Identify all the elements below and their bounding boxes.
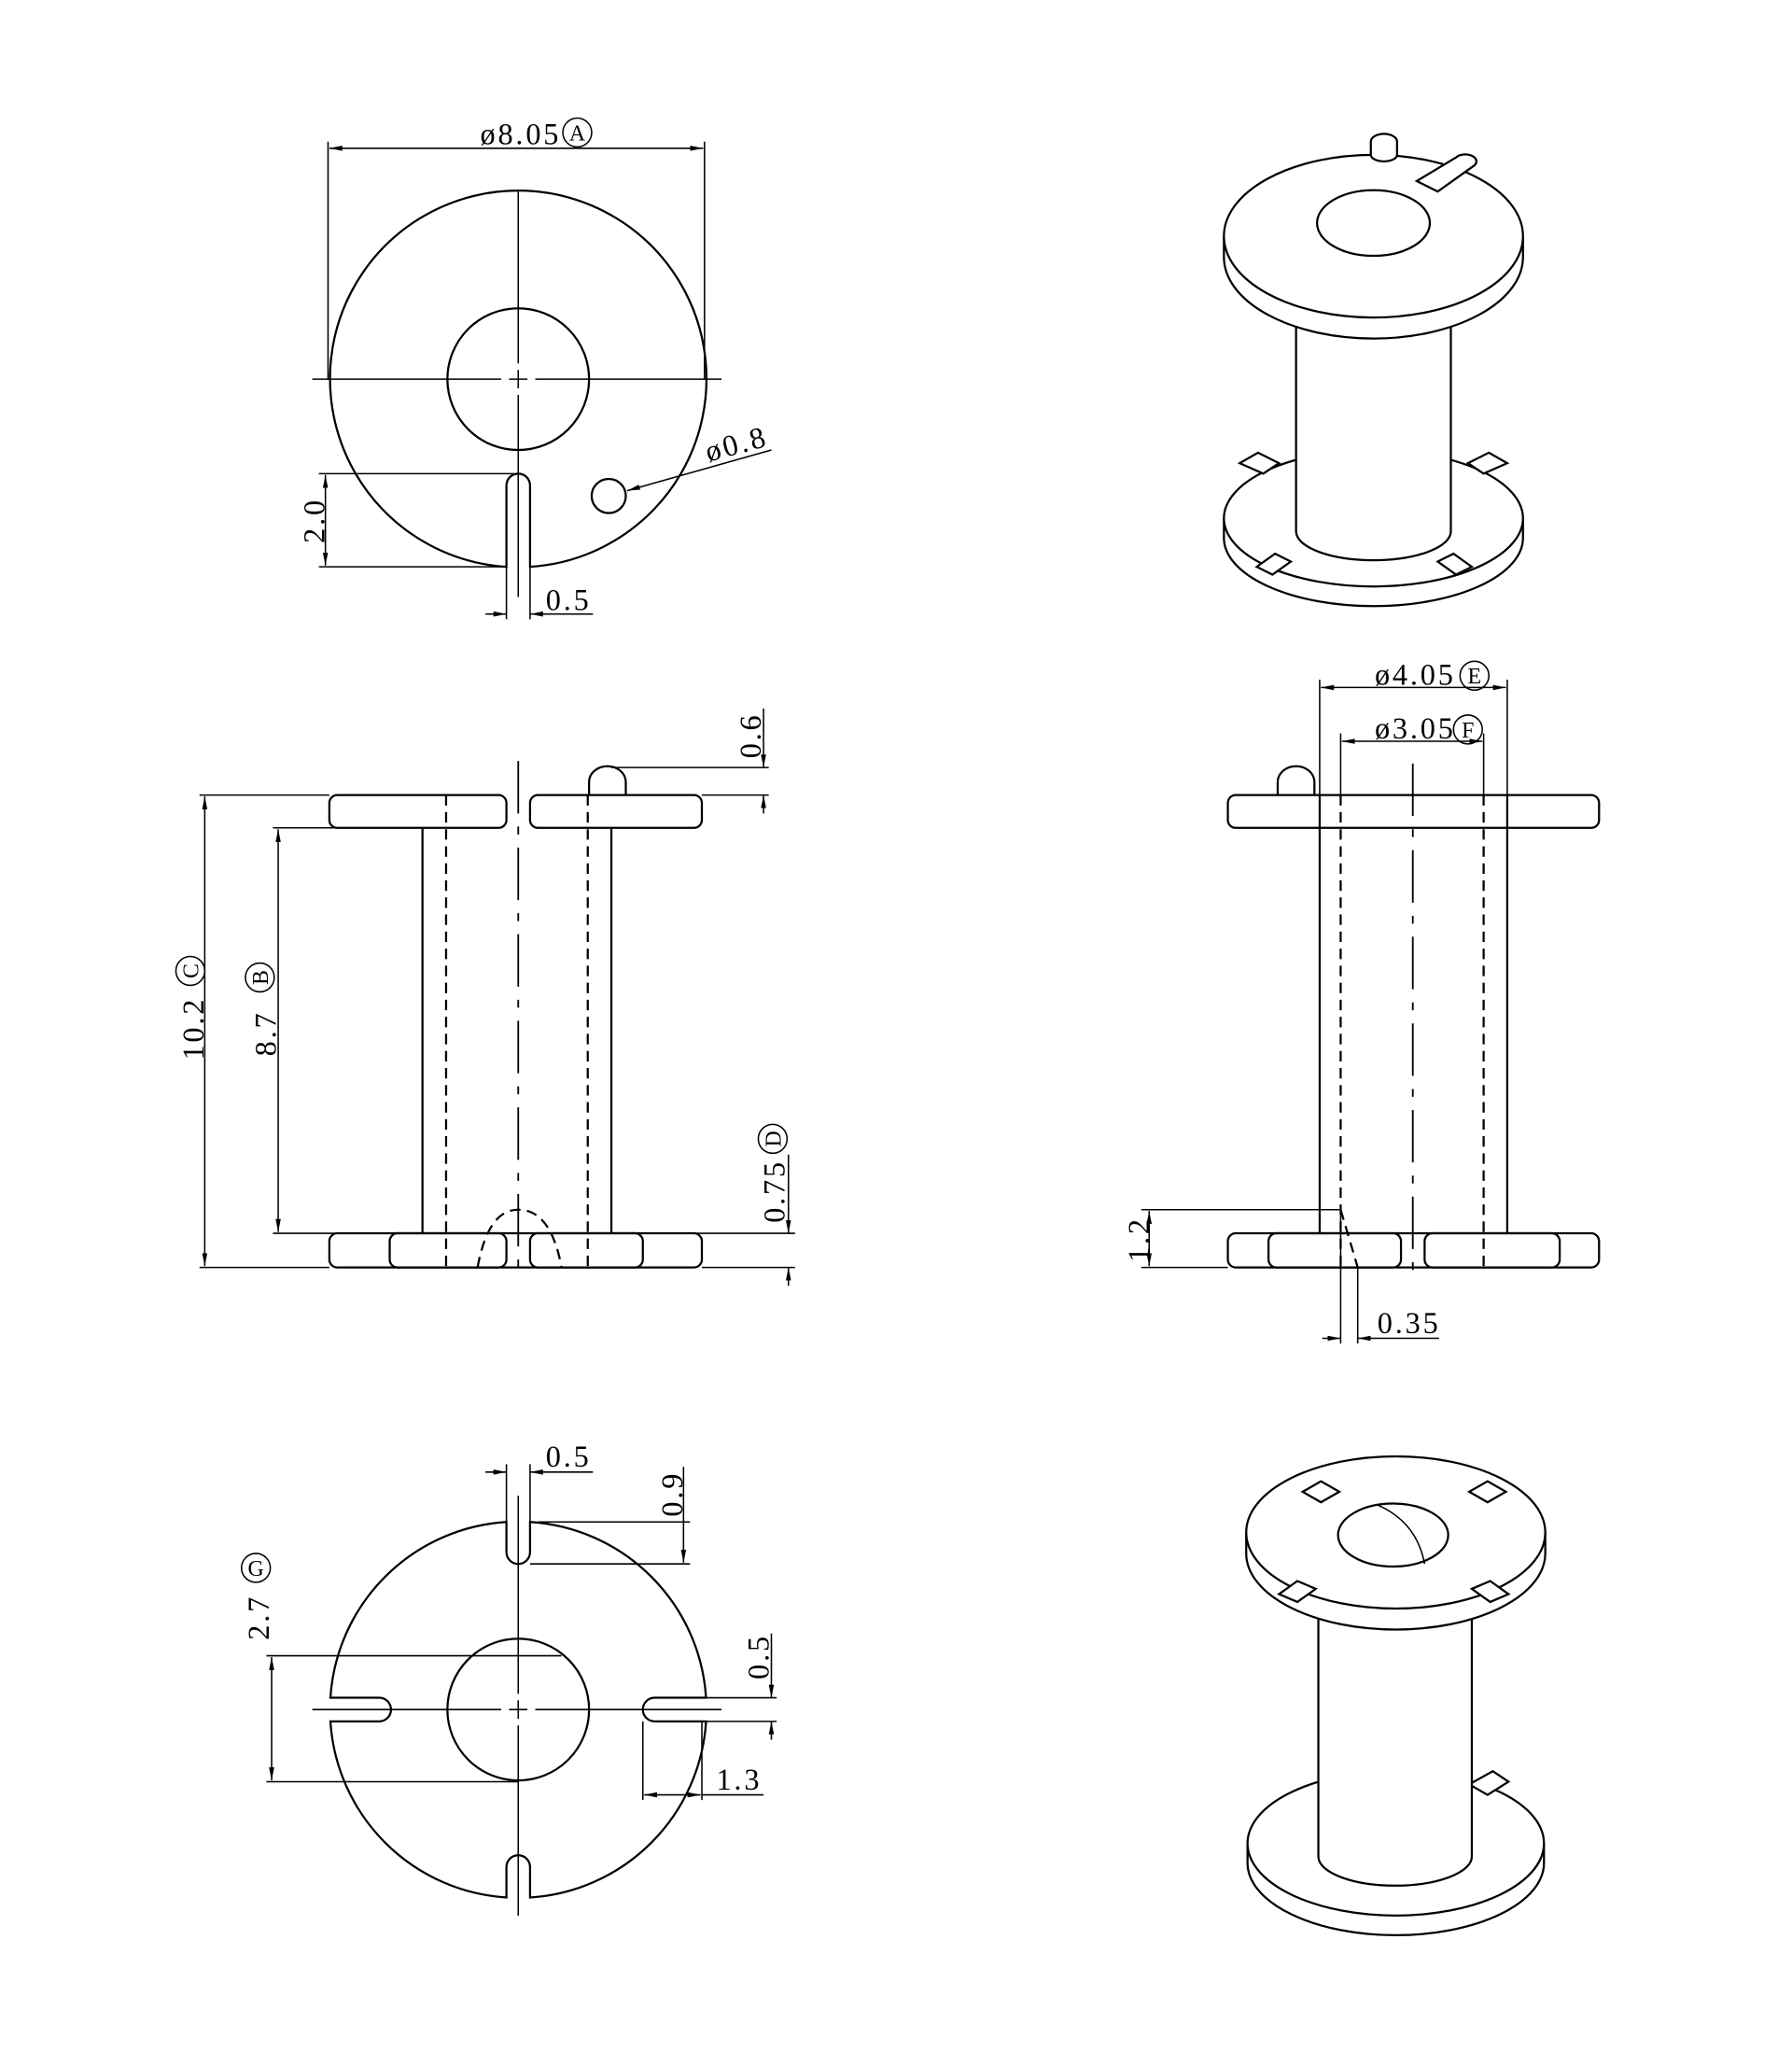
ref-circle-c	[175, 955, 206, 987]
bottom-view: 0.5 0.9 2.7 G 0.5 1.3	[240, 1440, 777, 1916]
dim-chamfer-width: 0.35	[1378, 1306, 1441, 1340]
dim-top-slot-depth: 0.9	[655, 1471, 689, 1517]
dim-side-slot-depth: 1.3	[716, 1763, 762, 1796]
dim-flange-thickness: 0.75	[758, 1160, 791, 1223]
notch-iso	[1465, 451, 1510, 475]
bore-iso	[1315, 189, 1432, 258]
ref-circle-b	[245, 962, 275, 993]
bottom-flange-outline	[329, 1521, 707, 1899]
pin	[1276, 765, 1316, 795]
dim-overall-height: 10.2	[176, 997, 210, 1061]
ref-circle-e	[1459, 660, 1491, 691]
dim-side-slot-width: 0.5	[742, 1634, 776, 1680]
bottom-flange-segment	[388, 1231, 508, 1269]
bottom-flange-segment	[1423, 1231, 1561, 1269]
notch-iso	[1469, 1580, 1511, 1604]
dim-slot-width: 0.5	[546, 583, 592, 616]
ref-label-c: C	[179, 963, 203, 978]
notch-iso	[1237, 451, 1281, 475]
notch-iso	[1300, 1480, 1342, 1504]
notch-iso	[1254, 552, 1294, 576]
ref-circle-a	[562, 117, 593, 148]
dim-tube-outer-diameter: ø4.05	[1375, 658, 1456, 692]
ref-label-e: E	[1467, 665, 1481, 689]
dim-slot-span: 2.7	[242, 1595, 275, 1640]
isometric-view-top	[1223, 133, 1524, 608]
dim-tube-inner-diameter: ø3.05	[1375, 711, 1456, 745]
tube-iso	[1295, 301, 1452, 562]
ref-label-b: B	[249, 970, 273, 985]
ref-label-g: G	[248, 1557, 264, 1581]
dim-outer-diameter: ø8.05	[480, 118, 561, 151]
dim-pin-height: 0.6	[734, 712, 767, 758]
top-flange-left	[328, 794, 508, 829]
ref-label-a: A	[569, 121, 586, 146]
dim-chamfer-height: 1.2	[1122, 1216, 1155, 1262]
bottom-flange-segment	[528, 1231, 644, 1269]
bore-iso	[1337, 1502, 1449, 1568]
notch-iso	[1466, 1480, 1508, 1504]
notch-iso	[1277, 1580, 1318, 1604]
notch-iso	[1466, 1769, 1511, 1796]
top-flange-iso-face	[1223, 153, 1524, 319]
ref-circle-g	[240, 1553, 272, 1583]
bottom-flange-segment	[1267, 1231, 1403, 1269]
chamfer-hidden-line	[1339, 1209, 1359, 1268]
tube-iso	[1317, 1599, 1474, 1887]
top-flange-right	[528, 794, 704, 829]
bore-chamfer-iso	[1377, 1504, 1426, 1565]
dim-slot-depth: 2.0	[297, 498, 330, 543]
top-flange-outline	[329, 190, 708, 569]
dim-winding-height: 8.7	[248, 1010, 282, 1056]
ref-circle-f	[1452, 714, 1483, 745]
isometric-view-bottom	[1245, 1455, 1547, 1937]
pin	[588, 765, 627, 795]
ref-circle-d	[757, 1123, 789, 1155]
slot-iso	[1414, 153, 1477, 193]
dim-top-slot-width: 0.5	[546, 1440, 592, 1473]
ref-label-f: F	[1462, 719, 1474, 743]
top-view: ø8.05 A ø0.8 2.0 0.5	[297, 117, 772, 620]
pin-iso	[1369, 133, 1398, 162]
leader-line	[626, 449, 772, 492]
pin-hole	[590, 477, 627, 514]
bottom-flange	[328, 1231, 704, 1269]
dim-hole-diameter: ø0.8	[702, 419, 772, 468]
front-view: 0.6 10.2 C 8.7 B 0.75 D	[175, 708, 795, 1286]
ref-label-d: D	[762, 1131, 786, 1146]
side-view: ø4.05 E ø3.05 F 1.2 0.35	[1122, 658, 1601, 1344]
notch-iso	[1435, 552, 1475, 576]
